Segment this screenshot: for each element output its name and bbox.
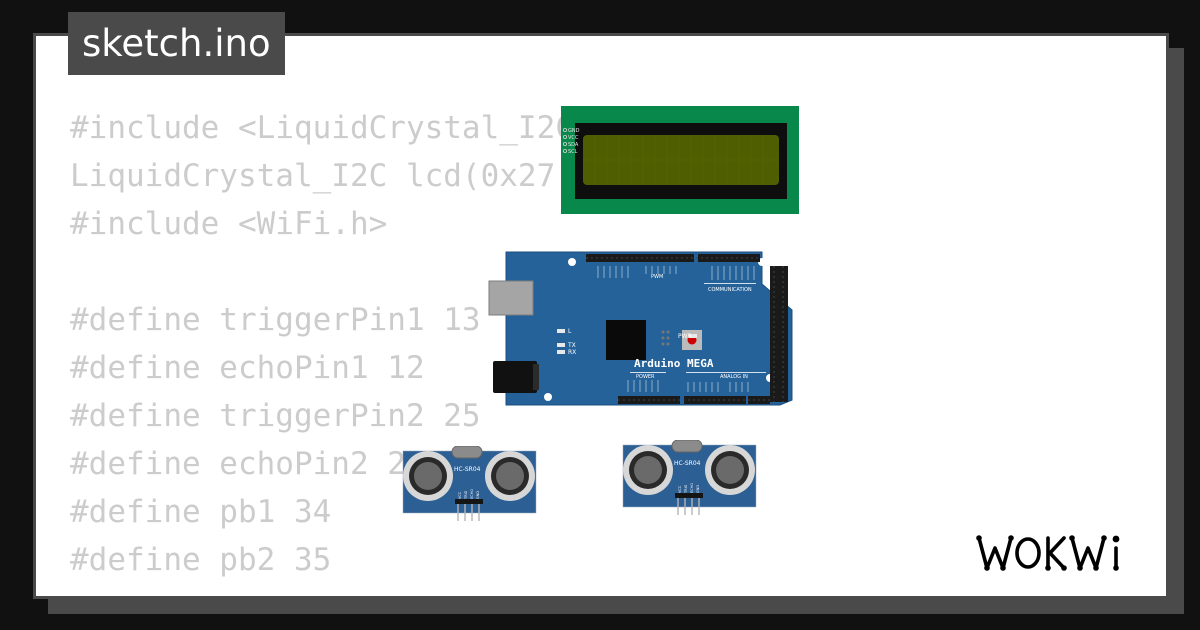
- sensor-pin-label: ECHO: [470, 489, 474, 499]
- sensor-label: HC-SR04: [454, 466, 481, 473]
- lcd-pin-label: SCL: [568, 149, 578, 155]
- wokwi-logo: [976, 535, 1120, 571]
- code-line: #define echoPin2 26: [70, 446, 425, 482]
- sensor-pin-label: GND: [696, 485, 700, 493]
- sensor-pin-label: TRIG: [684, 484, 688, 494]
- lcd-display[interactable]: GND VCC SDA SCL: [561, 106, 801, 216]
- section-label-communication: COMMUNICATION: [708, 287, 752, 293]
- led-label-rx: RX: [568, 349, 576, 356]
- sensor-label: HC-SR04: [674, 460, 701, 467]
- sensor-pin-label: VCC: [458, 491, 462, 499]
- ultrasonic-sensor-1[interactable]: HC-SR04 VCC TRIG ECHO GND: [402, 446, 538, 526]
- led-label-l: L: [568, 328, 572, 335]
- arduino-mega-board[interactable]: L TX RX PWR PWM COMMUNICATION POWER ANAL…: [486, 250, 798, 410]
- section-label-power: POWER: [636, 374, 655, 380]
- lcd-pin-label: VCC: [568, 135, 579, 141]
- sensor-pin-label: TRIG: [464, 490, 468, 500]
- project-card: #include <LiquidCrystal_I2C.h>LiquidCrys…: [33, 33, 1169, 599]
- led-label-pwr: PWR: [678, 333, 692, 340]
- code-preview: #include <LiquidCrystal_I2C.h>LiquidCrys…: [70, 104, 723, 584]
- ultrasonic-sensor-2[interactable]: HC-SR04 VCC TRIG ECHO GND: [622, 440, 758, 520]
- sensor-pin-label: ECHO: [690, 483, 694, 493]
- code-line: #define triggerPin1 13: [70, 302, 481, 338]
- lcd-pin-label: SDA: [568, 142, 579, 148]
- code-line: #define triggerPin2 25: [70, 398, 481, 434]
- lcd-pin-label: GND: [568, 128, 580, 134]
- section-label-pwm: PWM: [651, 274, 663, 280]
- code-line: #define pb1 34: [70, 494, 332, 530]
- file-tab[interactable]: sketch.ino: [68, 12, 285, 75]
- sensor-pin-label: VCC: [678, 485, 682, 493]
- code-line: #include <WiFi.h>: [70, 206, 388, 242]
- board-label: Arduino MEGA: [634, 357, 714, 370]
- section-label-analog: ANALOG IN: [720, 374, 748, 380]
- sensor-pin-label: GND: [476, 491, 480, 499]
- code-line: #define echoPin1 12: [70, 350, 425, 386]
- code-line: #define pb2 35: [70, 542, 332, 578]
- led-label-tx: TX: [567, 342, 576, 349]
